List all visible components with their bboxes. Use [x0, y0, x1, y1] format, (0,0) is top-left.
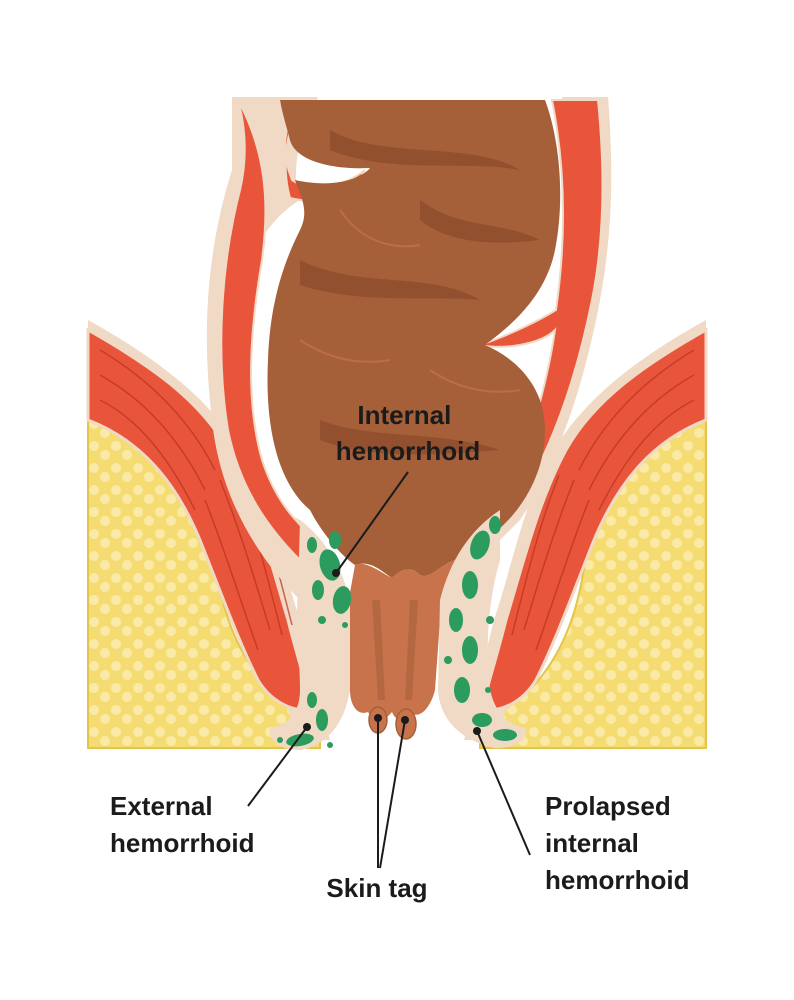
external-hemorrhoid-label: External hemorrhoid — [110, 791, 254, 858]
leader-lines — [247, 471, 531, 869]
prolapsed-internal-hemorrhoid — [444, 516, 517, 741]
internal-leader-line — [335, 471, 409, 574]
right-rectal-muscle — [476, 99, 604, 521]
internal-label-line-2: hemorrhoid — [336, 436, 480, 466]
prolapsed-internal-hemorrhoid-label: Prolapsed internal hemorrhoid — [545, 791, 689, 895]
external-label-line-1: External — [110, 791, 213, 821]
internal-label-line-1: Internal — [357, 400, 451, 430]
prolapsed-label-line-3: hemorrhoid — [545, 865, 689, 895]
skin-tag-label: Skin tag — [326, 873, 427, 903]
rectum — [267, 100, 561, 578]
leader-dots — [303, 569, 481, 735]
prolapsed-label-line-2: internal — [545, 828, 639, 858]
external-label-line-2: hemorrhoid — [110, 828, 254, 858]
internal-hemorrhoid-label: Internal hemorrhoid — [336, 400, 480, 466]
external-leader-line — [247, 726, 308, 807]
anal-canal — [345, 560, 455, 720]
prolapsed-leader-line — [476, 730, 531, 856]
skin-tag-leader-line-right — [379, 719, 406, 869]
external-hemorrhoid — [277, 692, 333, 748]
prolapsed-label-line-1: Prolapsed — [545, 791, 671, 821]
anal-canal-shadow — [372, 600, 418, 700]
rectum-folds — [300, 130, 540, 455]
skin-tag-label-line-1: Skin tag — [326, 873, 427, 903]
right-muscle-fibers — [511, 349, 695, 651]
rectum-highlights — [299, 209, 521, 393]
